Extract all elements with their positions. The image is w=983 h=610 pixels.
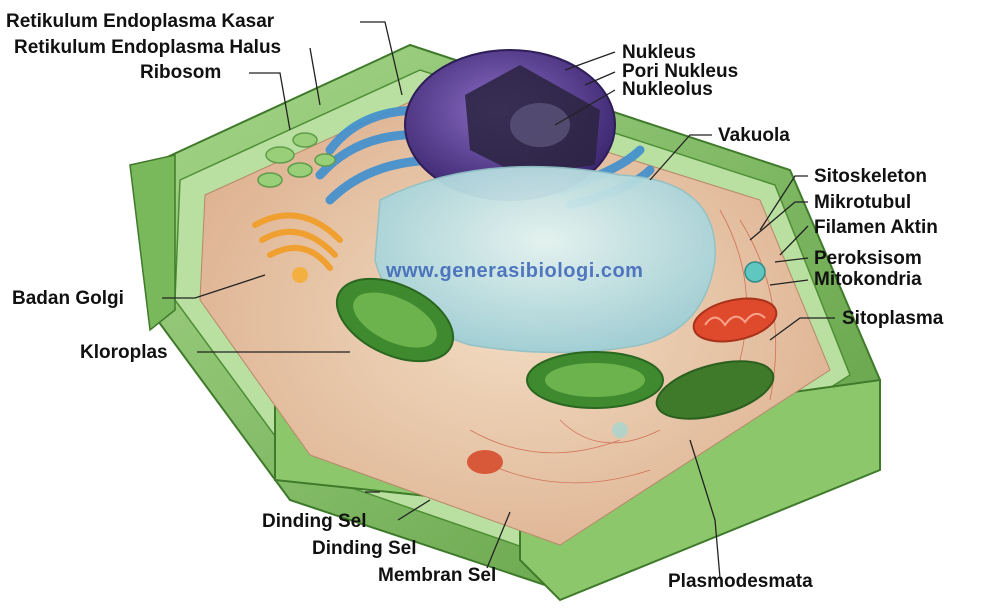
label-dinding-sel-2: Dinding Sel (312, 539, 417, 558)
peroxisome (745, 262, 765, 282)
label-sitoskeleton: Sitoskeleton (814, 167, 927, 186)
label-badan-golgi: Badan Golgi (12, 289, 124, 308)
label-membran-sel: Membran Sel (378, 566, 496, 585)
golgi-vesicle (292, 267, 308, 283)
chloroplast-2 (527, 352, 663, 408)
label-sitoplasma: Sitoplasma (842, 309, 943, 328)
label-plasmodesmata: Plasmodesmata (668, 572, 813, 591)
label-nukleolus: Nukleolus (622, 80, 713, 99)
label-ribosom: Ribosom (140, 63, 221, 82)
label-peroksisom: Peroksisom (814, 249, 922, 268)
label-retikulum-endoplasma-kasar: Retikulum Endoplasma Kasar (6, 12, 274, 31)
label-kloroplas: Kloroplas (80, 343, 168, 362)
label-dinding-sel-1: Dinding Sel (262, 512, 367, 531)
mitochondrion-small (467, 450, 503, 474)
label-filamen-aktin: Filamen Aktin (814, 218, 938, 237)
label-mitokondria: Mitokondria (814, 270, 922, 289)
watermark: www.generasibiologi.com (386, 260, 643, 283)
label-mikrotubul: Mikrotubul (814, 193, 911, 212)
label-vakuola: Vakuola (718, 126, 790, 145)
label-retikulum-endoplasma-halus: Retikulum Endoplasma Halus (14, 38, 281, 57)
label-nukleus: Nukleus (622, 43, 696, 62)
vesicle (612, 422, 628, 438)
